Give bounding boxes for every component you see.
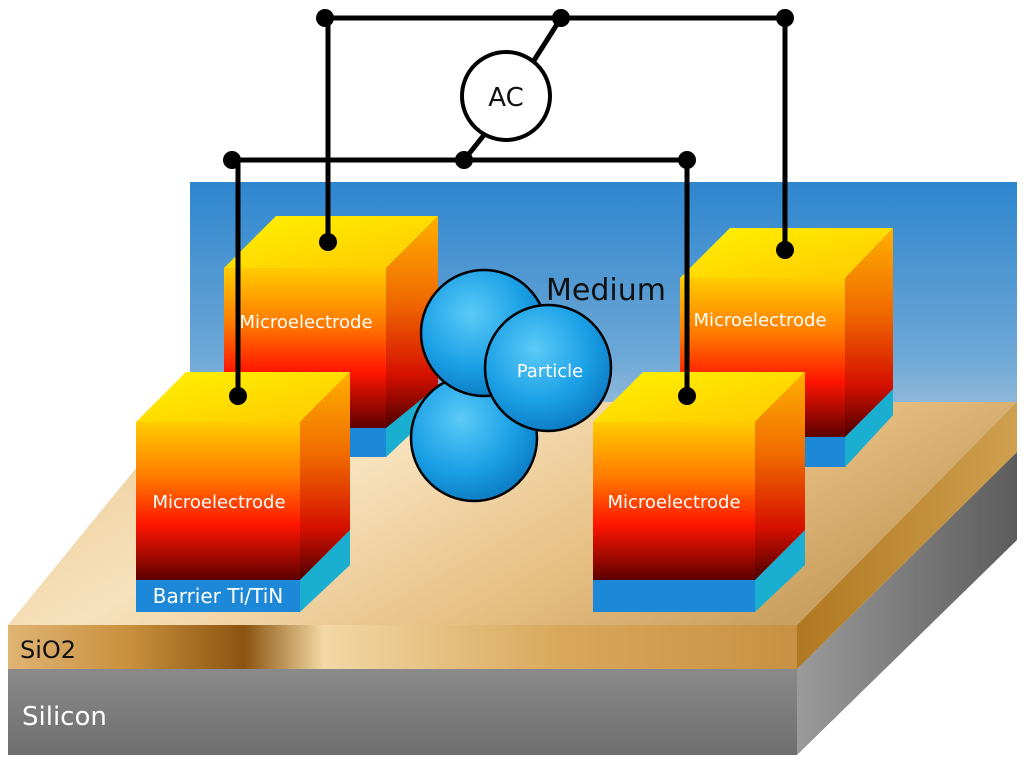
ac-source-label: AC xyxy=(488,83,523,113)
particle-labeled xyxy=(483,303,613,433)
silicon-substrate xyxy=(8,452,1017,755)
particle-label: Particle xyxy=(517,361,584,382)
electrode-front-right xyxy=(593,372,805,612)
barrier-label: Barrier Ti/TiN xyxy=(153,584,284,608)
electrode-label-front-right: Microelectrode xyxy=(607,492,740,513)
medium-label: Medium xyxy=(546,273,666,308)
electrode-label-back-left: Microelectrode xyxy=(239,312,372,333)
electrode-label-back-right: Microelectrode xyxy=(693,310,826,331)
particle-cluster xyxy=(409,268,613,503)
barrier-layer xyxy=(136,580,300,612)
wire-junctions xyxy=(223,9,794,405)
sio2-label: SiO2 xyxy=(20,636,76,664)
ac-source: AC xyxy=(460,50,552,142)
silicon-label: Silicon xyxy=(22,702,107,732)
electrode-front-left xyxy=(136,372,350,612)
electrode-label-front-left: Microelectrode xyxy=(152,492,285,513)
